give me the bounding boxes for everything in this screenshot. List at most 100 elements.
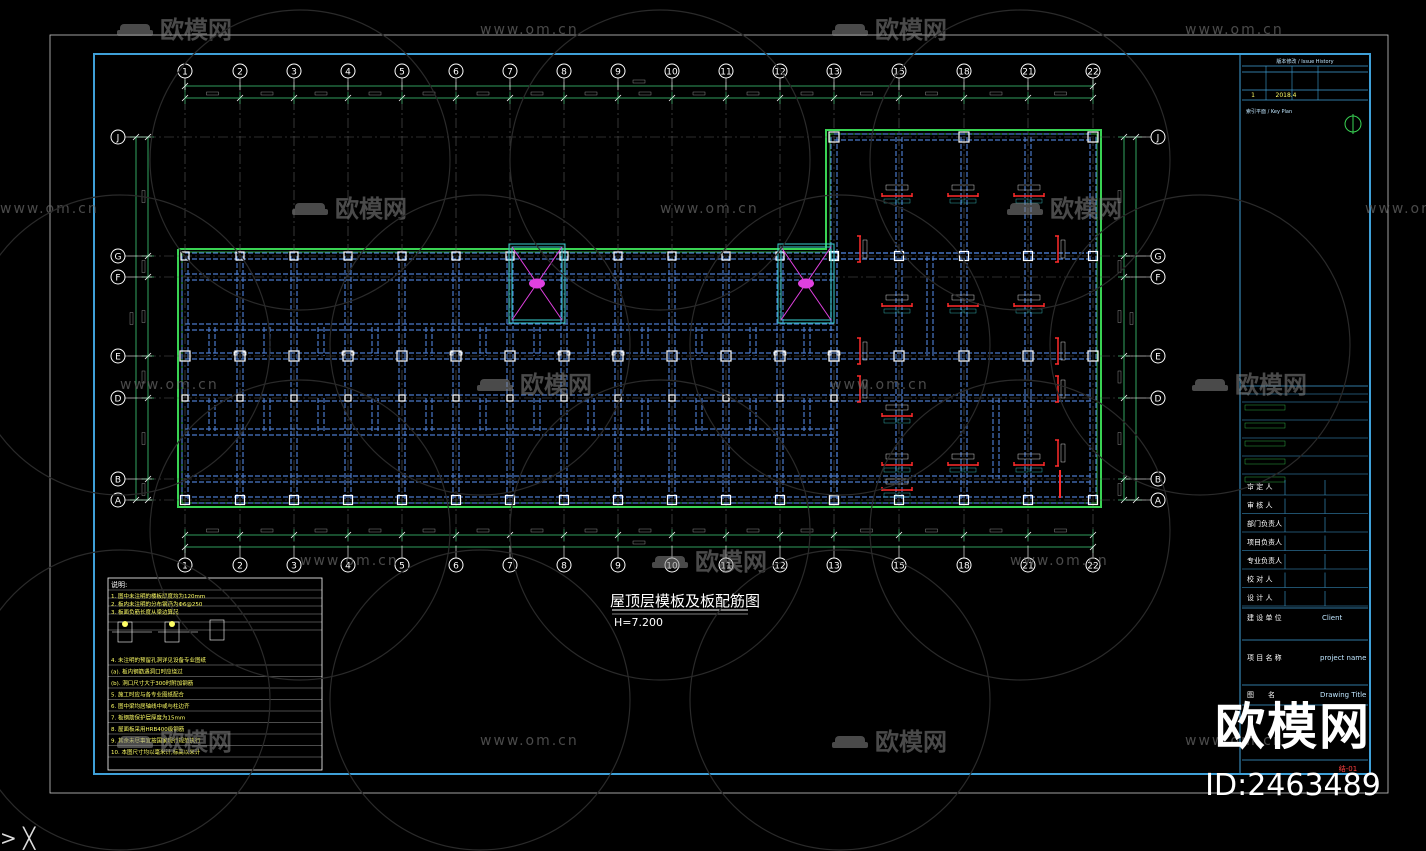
shaft-tag xyxy=(529,278,545,289)
grid-col-top-10-label: 10 xyxy=(666,68,678,78)
rebar-dim-box xyxy=(949,308,963,314)
rebar-dim-box xyxy=(883,492,897,498)
rebar-dim-box xyxy=(1015,198,1029,204)
column xyxy=(451,251,461,261)
watermark-arc xyxy=(869,379,1171,681)
rebar-dim-box xyxy=(963,467,977,473)
column xyxy=(397,251,407,261)
small-column xyxy=(233,351,238,356)
watermark-site-text: www.om.cn xyxy=(1185,22,1284,38)
dimension-text-box xyxy=(746,91,760,96)
dimension-text-box xyxy=(692,528,706,533)
note-item: 9. 其余未尽事宜按国家现行规范执行 xyxy=(111,737,201,745)
grid-col-bottom-12-label: 12 xyxy=(774,562,785,572)
approver-row-label: 设 计 人 xyxy=(1247,593,1272,602)
grid-row-left-B-label: B xyxy=(115,476,121,486)
ucs-icon: > ╳ xyxy=(0,826,36,850)
grid-col-bottom-3-label: 3 xyxy=(291,562,297,572)
column xyxy=(504,350,516,362)
floor-plan xyxy=(128,79,1150,553)
watermark-logo-text: 欧模网 xyxy=(875,728,947,756)
rebar-dim-box xyxy=(1029,198,1043,204)
watermark-logo: 欧模网 xyxy=(117,16,232,44)
column xyxy=(1022,250,1034,262)
column xyxy=(234,350,246,362)
note-item: 2. 板内未注明的分布钢筋为Φ6@250 xyxy=(111,600,203,608)
dimension-text-box xyxy=(129,312,134,325)
key-plan-label: 索引平面 / Key Plan xyxy=(1246,108,1292,115)
drawing-frames xyxy=(49,34,1389,794)
column xyxy=(560,394,568,402)
dimension-text-box xyxy=(1117,190,1122,203)
dimension-text-box xyxy=(925,91,938,96)
info-row-label-box xyxy=(1244,422,1286,429)
grid-row-left-A-label: A xyxy=(115,497,122,507)
rebar-label-box xyxy=(1060,341,1066,361)
note-item: 6. 图中梁均居轴线中或与柱边齐 xyxy=(111,702,190,710)
rebar-label-box xyxy=(1017,184,1041,191)
grid-col-bottom-6-label: 6 xyxy=(453,562,459,572)
column xyxy=(234,494,246,506)
column xyxy=(343,251,353,261)
grid-row-right-B-label: B xyxy=(1155,476,1161,486)
grid-col-top-1-label: 1 xyxy=(182,68,188,78)
grid-row-right-D-label: D xyxy=(1155,395,1162,405)
watermark-logo-text: 欧模网 xyxy=(1050,195,1122,223)
column xyxy=(1087,494,1099,506)
grid-row-left-E-label: E xyxy=(115,353,121,363)
project-label: 项 目 名 称 xyxy=(1247,653,1282,662)
grid-col-bottom-5-label: 5 xyxy=(399,562,405,572)
title-block-frame xyxy=(1239,53,1371,775)
grid-col-top-11-label: 11 xyxy=(720,68,731,78)
rebar-label-box xyxy=(951,453,975,460)
issue-history-header: 版本修改 / Issue History xyxy=(1276,58,1333,65)
column xyxy=(1022,350,1034,362)
column xyxy=(342,350,354,362)
grid-col-top-9-label: 9 xyxy=(615,68,621,78)
shaft-wall xyxy=(777,243,835,324)
watermark-logo: 欧模网 xyxy=(652,548,767,576)
dimension-text-box xyxy=(632,79,646,84)
dimension-text-box xyxy=(1054,528,1067,533)
issue-date: 2018.4 xyxy=(1276,92,1297,99)
grid-col-top-6-label: 6 xyxy=(453,68,459,78)
sofa-icon xyxy=(1007,209,1043,215)
column xyxy=(720,494,732,506)
drawing-title: 屋顶层模板及板配筋图 xyxy=(610,592,760,610)
grid-col-bottom-9-label: 9 xyxy=(615,562,621,572)
detail-marker xyxy=(122,621,128,627)
sofa-icon xyxy=(292,209,328,215)
dimension-text-box xyxy=(141,310,146,323)
grid-col-bottom-18-label: 18 xyxy=(958,562,970,572)
watermark-site-text: www.om.cn xyxy=(300,553,399,569)
note-item: 8. 屋面板采用HRB400级钢筋 xyxy=(111,725,185,733)
dimension-text-box xyxy=(206,528,219,533)
sheet-number: 结-01 xyxy=(1339,764,1357,773)
grid-bubbles: 1122334455667788991010111112121313151518… xyxy=(110,63,1166,615)
grid-col-top-15-label: 15 xyxy=(893,68,904,78)
small-column xyxy=(557,351,562,356)
watermark-site-text: www.om.cn xyxy=(1185,733,1284,749)
grid-col-bottom-15-label: 15 xyxy=(893,562,904,572)
approver-row-label: 审 定 人 xyxy=(1247,482,1272,491)
rebar-dim-box xyxy=(1029,467,1043,473)
column xyxy=(828,494,840,506)
rebar-dim-box xyxy=(897,308,911,314)
notes-heading: 说明: xyxy=(111,580,127,589)
dimension-text-box xyxy=(1054,91,1067,96)
small-column xyxy=(611,351,616,356)
grid-col-top-3-label: 3 xyxy=(291,68,297,78)
small-column xyxy=(836,351,841,356)
column xyxy=(774,494,786,506)
grid-row-right-G-label: G xyxy=(1155,253,1162,263)
column xyxy=(958,350,970,362)
dimension-text-box xyxy=(476,91,490,96)
small-column xyxy=(782,351,787,356)
watermark-arc xyxy=(689,194,991,496)
info-row-label-box xyxy=(1244,476,1286,483)
watermark-site-text: www.om.cn xyxy=(1365,201,1426,217)
note-item: (a). 板内钢筋遇洞口时应绕过 xyxy=(111,668,183,676)
